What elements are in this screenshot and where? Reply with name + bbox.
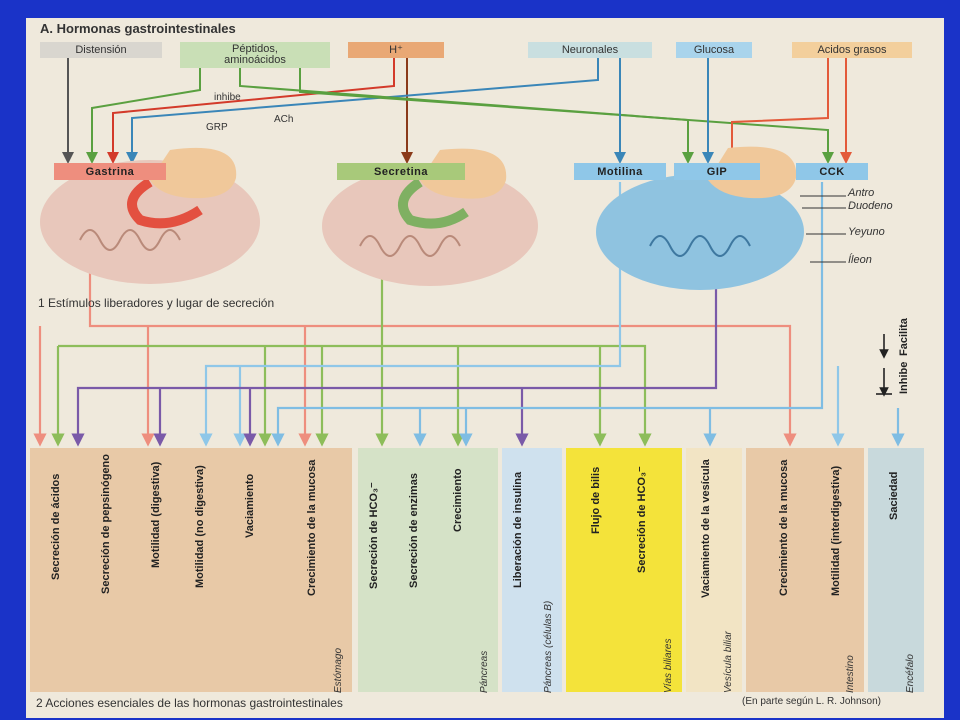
- action-label: Secreción de pepsinógeno: [100, 454, 112, 594]
- organ-name: Encéfalo: [905, 654, 916, 693]
- credit-text: (En parte según L. R. Johnson): [742, 696, 881, 707]
- organ-column-estomago: [30, 448, 352, 692]
- action-label: Motilidad (interdigestiva): [830, 465, 842, 596]
- arrow-label-ach: ACh: [274, 114, 294, 125]
- action-label: Motilidad (digestiva): [150, 461, 162, 568]
- action-label: Liberación de insulina: [512, 471, 524, 588]
- stimulus-h-ion: H⁺: [348, 42, 444, 58]
- hormone-motilina: Motilina: [574, 163, 666, 180]
- action-label: Secreción de enzimas: [408, 473, 420, 588]
- hormone-secretina: Secretina: [337, 163, 465, 180]
- action-label: Vaciamiento de la vesícula: [700, 459, 712, 598]
- action-label: Crecimiento de la mucosa: [306, 459, 318, 596]
- legend-facilita: Facilita: [898, 318, 910, 356]
- gut-label-antro: Antro: [848, 187, 875, 199]
- action-label: Saciedad: [888, 471, 900, 520]
- gut-illustration-2: [322, 148, 538, 286]
- action-label: Motilidad (no digestiva): [194, 465, 206, 588]
- action-label: Secreción de HCO₃⁻: [368, 482, 380, 589]
- hormone-gip: GIP: [674, 163, 760, 180]
- stimulus-peptidos: Péptidos, aminoácidos: [180, 42, 330, 68]
- legend-inhibe: Inhibe: [898, 361, 910, 394]
- organ-column-vias-biliares: [566, 448, 682, 692]
- action-label: Vaciamiento: [244, 473, 256, 538]
- organ-name: Intestino: [845, 655, 856, 693]
- organ-column-encefalo: [868, 448, 924, 692]
- organ-column-pancreas: [358, 448, 498, 692]
- hormone-gastrina: Gastrina: [54, 163, 166, 180]
- organ-column-intestino: [746, 448, 864, 692]
- action-label: Secreción de ácidos: [50, 473, 62, 580]
- gut-illustration-1: [40, 147, 260, 284]
- section-2-caption: 2 Acciones esenciales de las hormonas ga…: [36, 696, 343, 710]
- organ-name: Vías biliares: [663, 638, 674, 693]
- organ-name: Páncreas (células B): [543, 600, 554, 693]
- organ-column-pancreas-b: [502, 448, 562, 692]
- action-label: Flujo de bilis: [590, 466, 602, 534]
- arrow-label-grp: GRP: [206, 122, 228, 133]
- organ-name: Páncreas: [479, 650, 490, 693]
- organ-name: Vesícula biliar: [723, 631, 734, 693]
- action-label: Crecimiento de la mucosa: [778, 459, 790, 596]
- stimulus-neuronales: Neuronales: [528, 42, 652, 58]
- hormone-cck: CCK: [796, 163, 868, 180]
- figure-title: A. Hormonas gastrointestinales: [40, 21, 236, 36]
- gut-label-ileon: Íleon: [848, 254, 872, 266]
- stimulus-distension: Distensión: [40, 42, 162, 58]
- organ-name: Estómago: [333, 647, 344, 693]
- action-label: Crecimiento: [452, 468, 464, 532]
- arrow-label-inhibe: inhibe: [214, 92, 241, 103]
- section-1-caption: 1 Estímulos liberadores y lugar de secre…: [38, 296, 275, 310]
- organ-column-vesicula: [686, 448, 742, 692]
- gut-label-duodeno: Duodeno: [848, 200, 893, 212]
- stimulus-glucosa: Glucosa: [676, 42, 752, 58]
- action-label: Secreción de HCO₃⁻: [636, 466, 648, 573]
- gut-label-yeyuno: Yeyuno: [848, 226, 885, 238]
- stimulus-acidos-grasos: Acidos grasos: [792, 42, 912, 58]
